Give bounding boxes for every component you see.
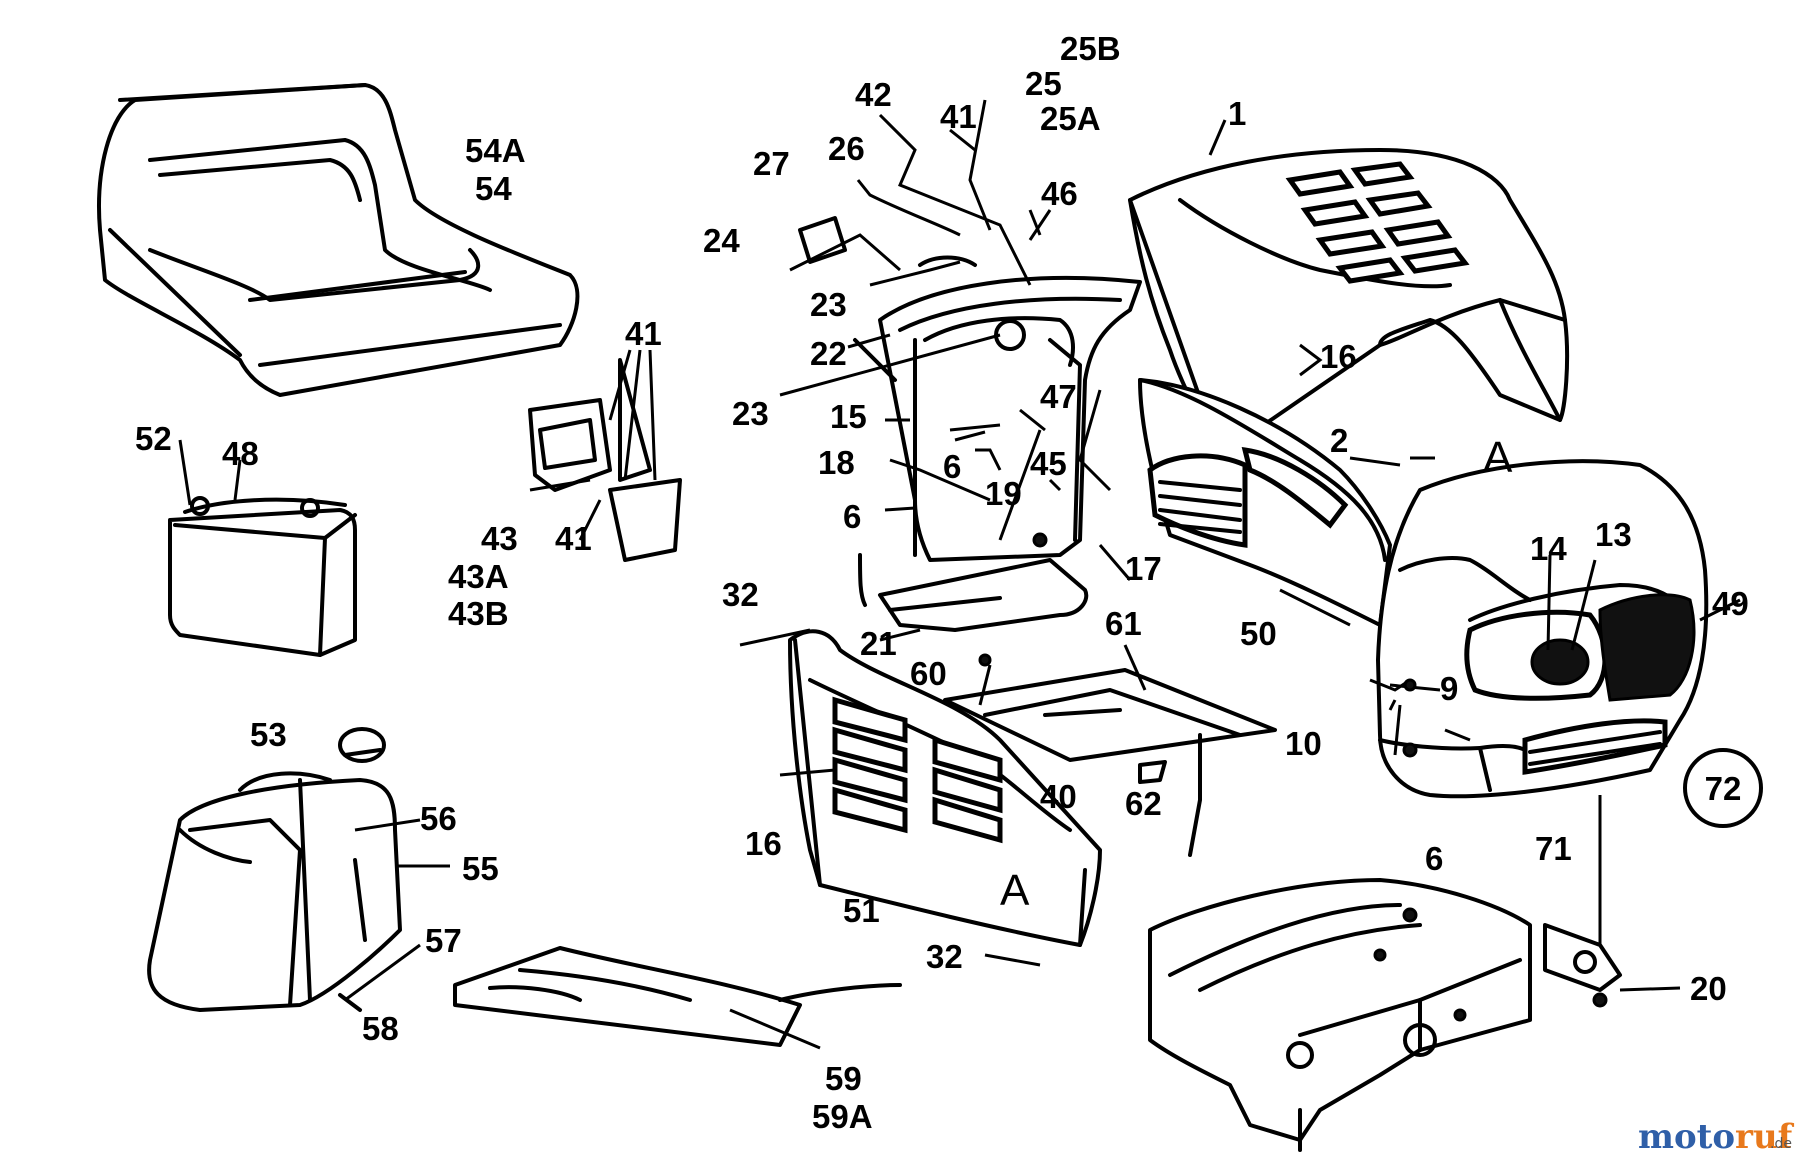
label-55: 55 bbox=[462, 850, 499, 887]
label-51: 51 bbox=[843, 892, 880, 929]
fuel-tank-drawing bbox=[147, 727, 450, 1012]
label-62: 62 bbox=[1125, 785, 1162, 822]
tunnel-panel-drawing bbox=[858, 338, 1089, 632]
label-25A: 25A bbox=[1040, 100, 1101, 137]
front-nose-drawing bbox=[1376, 459, 1741, 1008]
label-19: 19 bbox=[985, 475, 1022, 512]
label-60: 60 bbox=[910, 655, 947, 692]
label-26: 26 bbox=[828, 130, 865, 167]
reference-mark-a-hood: A bbox=[1483, 433, 1513, 482]
label-16-a: 16 bbox=[1320, 338, 1357, 375]
label-6-c: 6 bbox=[1425, 840, 1443, 877]
label-6-a: 6 bbox=[943, 448, 961, 485]
watermark-brand: motoruf bbox=[1638, 1117, 1795, 1157]
label-46: 46 bbox=[1041, 175, 1078, 212]
page-number-badge: 72 bbox=[1683, 748, 1763, 828]
page-number: 72 bbox=[1705, 770, 1742, 807]
label-24: 24 bbox=[703, 222, 740, 259]
steering-bracket-drawing bbox=[528, 349, 682, 562]
footrest-plate-drawing bbox=[453, 946, 902, 1050]
label-27: 27 bbox=[753, 145, 790, 182]
label-18: 18 bbox=[818, 444, 855, 481]
label-23-a: 23 bbox=[810, 286, 847, 323]
hood-drawing bbox=[1128, 119, 1570, 457]
watermark: motoruf .de bbox=[1638, 1117, 1795, 1157]
label-54: 54 bbox=[475, 170, 512, 207]
battery-drawing bbox=[168, 439, 357, 657]
label-1: 1 bbox=[1228, 95, 1246, 132]
reference-mark-a-panel: A bbox=[1000, 866, 1030, 915]
hood-vents bbox=[1285, 161, 1470, 284]
label-40: 40 bbox=[1040, 778, 1077, 815]
label-9: 9 bbox=[1440, 670, 1458, 707]
label-41-top: 41 bbox=[940, 98, 977, 135]
label-42: 42 bbox=[855, 76, 892, 113]
label-32-a: 32 bbox=[722, 576, 759, 613]
label-43: 43 bbox=[481, 520, 518, 557]
label-56: 56 bbox=[420, 800, 457, 837]
watermark-tld: .de bbox=[1770, 1136, 1792, 1152]
watermark-brand-part1: moto bbox=[1638, 1117, 1735, 1157]
watermark-brand-part2: ruf bbox=[1735, 1117, 1795, 1157]
label-52: 52 bbox=[135, 420, 172, 457]
label-71: 71 bbox=[1535, 830, 1572, 867]
floor-plate-drawing bbox=[943, 644, 1277, 857]
label-58: 58 bbox=[362, 1010, 399, 1047]
page-number-circle bbox=[1683, 748, 1763, 828]
label-32-b: 32 bbox=[926, 938, 963, 975]
label-54A: 54A bbox=[465, 132, 526, 169]
front-panel-drawing bbox=[788, 629, 1102, 947]
label-6-b: 6 bbox=[843, 498, 861, 535]
leader-lines bbox=[739, 99, 1471, 967]
label-41-mid: 41 bbox=[625, 315, 662, 352]
label-48: 48 bbox=[222, 435, 259, 472]
label-59A: 59A bbox=[812, 1098, 873, 1135]
label-17: 17 bbox=[1125, 550, 1162, 587]
label-41-low: 41 bbox=[555, 520, 592, 557]
label-20: 20 bbox=[1690, 970, 1727, 1007]
label-49: 49 bbox=[1712, 585, 1749, 622]
dash-console-drawing bbox=[798, 216, 1142, 562]
label-61: 61 bbox=[1105, 605, 1142, 642]
label-22: 22 bbox=[810, 335, 847, 372]
label-25B: 25B bbox=[1060, 30, 1121, 67]
label-57: 57 bbox=[425, 922, 462, 959]
label-43B: 43B bbox=[448, 595, 509, 632]
seat-drawing bbox=[97, 83, 580, 397]
label-43A: 43A bbox=[448, 558, 509, 595]
label-15: 15 bbox=[830, 398, 867, 435]
label-45: 45 bbox=[1030, 445, 1067, 482]
label-16-b: 16 bbox=[745, 825, 782, 862]
label-10: 10 bbox=[1285, 725, 1322, 762]
label-2: 2 bbox=[1330, 422, 1348, 459]
label-59: 59 bbox=[825, 1060, 862, 1097]
label-13: 13 bbox=[1595, 516, 1632, 553]
part-labels: 25B 25 25A 42 41 26 27 46 24 23 22 23 15… bbox=[135, 30, 1749, 1135]
side-panel-drawing bbox=[1138, 378, 1392, 627]
label-14: 14 bbox=[1530, 530, 1567, 567]
label-23-b: 23 bbox=[732, 395, 769, 432]
label-53: 53 bbox=[250, 716, 287, 753]
label-21: 21 bbox=[860, 625, 897, 662]
label-25: 25 bbox=[1025, 65, 1062, 102]
label-47: 47 bbox=[1040, 378, 1077, 415]
chassis-frame-drawing bbox=[1148, 878, 1681, 1152]
label-50: 50 bbox=[1240, 615, 1277, 652]
